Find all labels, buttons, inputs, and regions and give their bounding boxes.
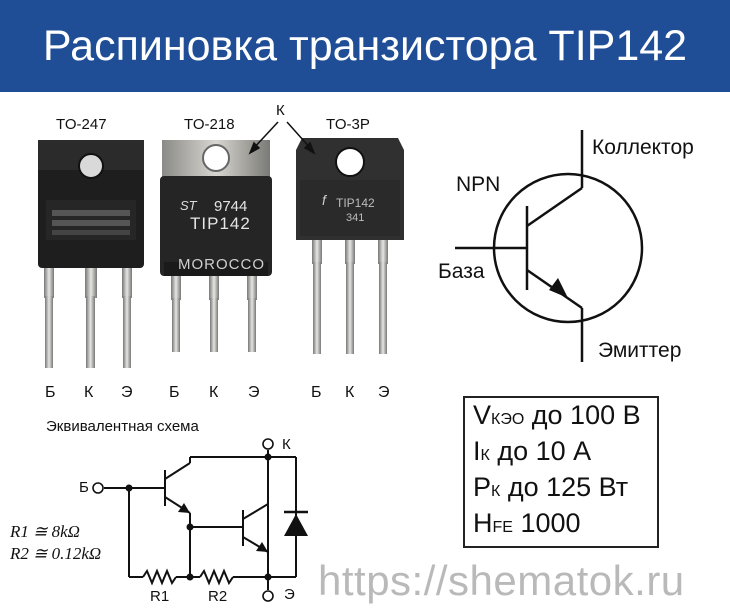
specs-box: VКЭО до 100 В IК до 10 А PК до 125 Вт HF…: [463, 396, 659, 548]
spec-row-ic: IК до 10 А: [473, 436, 592, 466]
r2-label: R2: [208, 588, 228, 605]
symbol-collector-label: Коллектор: [592, 136, 694, 159]
pin-label-to218-base: Б: [169, 384, 180, 401]
spec-row-hfe: HFE 1000: [473, 508, 581, 538]
to218-marking: TIP142: [190, 214, 251, 233]
r1-value: R1 ≅ 8kΩ: [10, 522, 80, 541]
to218-marking-code: 9744: [214, 198, 248, 215]
r-junction-dot: [186, 573, 194, 581]
npn-symbol: [455, 130, 644, 362]
q1-emitter-arrow-icon: [178, 503, 190, 513]
terminal-collector-icon: [262, 438, 274, 450]
to218-origin: MOROCCO: [178, 256, 265, 273]
emitter-node-dot: [264, 573, 272, 581]
to3p-marking: TIP142: [336, 196, 375, 210]
collector-callout-arrows: [248, 121, 316, 155]
terminal-base-icon: [92, 482, 104, 494]
pin-label-to218-emitter: Э: [248, 384, 260, 401]
collector-callout-label: К: [276, 102, 285, 119]
pin-label-to3p-collector: К: [345, 384, 355, 401]
package-to218: ST: [160, 140, 272, 352]
package-label-to218: TO-218: [184, 116, 235, 133]
r1-label: R1: [150, 588, 170, 605]
r2-value: R2 ≅ 0.12kΩ: [10, 544, 102, 563]
title-banner: [0, 0, 730, 92]
symbol-base-label: База: [438, 260, 485, 283]
emitter-arrow-icon: [549, 278, 568, 298]
pin-label-to3p-base: Б: [311, 384, 322, 401]
eq-terminal-collector-label: К: [282, 436, 291, 453]
symbol-emitter-label: Эмиттер: [598, 339, 682, 362]
watermark-url: https://shematok.ru: [318, 557, 685, 604]
eq-terminal-emitter-label: Э: [284, 586, 295, 603]
pin-label-to3p-emitter: Э: [378, 384, 390, 401]
pin-label-to247-emitter: Э: [121, 384, 133, 401]
eq-terminal-base-label: Б: [79, 479, 89, 496]
pin-label-to247-base: Б: [45, 384, 56, 401]
symbol-type-label: NPN: [456, 173, 501, 196]
collector-node-dot: [264, 453, 272, 461]
base-node-dot: [125, 484, 133, 492]
page-title: Распиновка транзистора TIP142: [42, 22, 688, 70]
package-to247: [38, 140, 144, 368]
package-label-to3p: TO-3P: [326, 116, 370, 133]
svg-text:ST: ST: [180, 198, 198, 213]
equivalent-circuit-title: Эквивалентная схема: [46, 418, 199, 435]
diode-icon: [284, 514, 308, 536]
pin-label-to218-collector: К: [209, 384, 219, 401]
equivalent-circuit: [104, 450, 297, 590]
q1-emitter-node-dot: [186, 523, 194, 531]
spec-row-vceo: VКЭО до 100 В: [473, 400, 641, 430]
svg-text:f: f: [322, 192, 328, 208]
spec-row-pc: PК до 125 Вт: [473, 472, 629, 502]
package-to3p: f: [296, 138, 404, 354]
package-label-to247: TO-247: [56, 116, 107, 133]
to3p-marking-code: 341: [346, 212, 365, 224]
q2-emitter-arrow-icon: [256, 542, 268, 552]
pin-label-to247-collector: К: [84, 384, 94, 401]
terminal-emitter-icon: [262, 590, 274, 602]
